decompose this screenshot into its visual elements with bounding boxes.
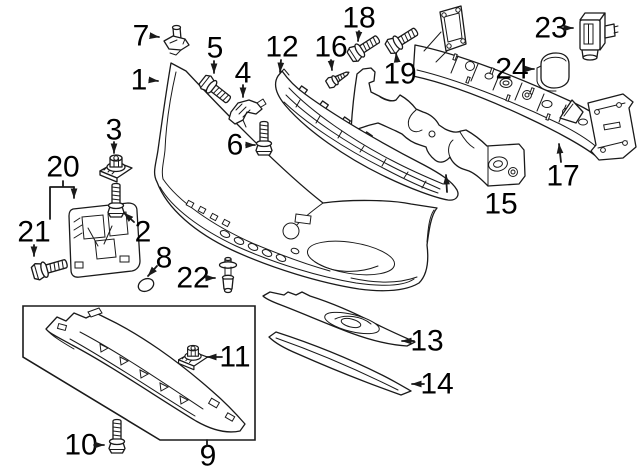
callout-3: 3 (106, 114, 123, 154)
callout-5-label: 5 (207, 32, 224, 65)
callout-21-label: 21 (17, 216, 50, 249)
callout-1: 1 (131, 64, 159, 97)
callout-7-label: 7 (133, 20, 150, 53)
callout-24: 24 (495, 53, 535, 86)
bolt-6 (255, 120, 273, 156)
callout-4-label: 4 (235, 57, 252, 90)
callout-16: 16 (314, 31, 348, 71)
part-under-cover (45, 307, 246, 433)
callout-12-label: 12 (265, 31, 298, 64)
callout-17-label: 17 (546, 160, 579, 193)
callout-9-label: 9 (200, 440, 217, 471)
callout-20-label: 20 (46, 151, 79, 184)
callout-22-label: 22 (176, 262, 209, 295)
callout-4: 4 (235, 57, 252, 98)
push-clip-22 (218, 256, 238, 294)
callout-14-label: 14 (420, 368, 453, 401)
callout-22: 22 (176, 262, 216, 295)
callout-9: 9 (200, 439, 217, 471)
callout-19: 19 (383, 52, 417, 91)
callout-18-label: 18 (342, 2, 375, 35)
callout-16-label: 16 (314, 31, 347, 64)
callout-2: 2 (123, 212, 152, 249)
callout-19-label: 19 (383, 58, 416, 91)
callout-13-label: 13 (410, 325, 443, 358)
nut-clip-3 (99, 154, 133, 183)
callout-15-label: 15 (484, 188, 517, 221)
part-clip (163, 24, 190, 56)
callout-5: 5 (207, 32, 224, 74)
callout-6: 6 (227, 129, 256, 162)
callout-1-label: 1 (131, 64, 148, 97)
part-sensor (579, 12, 619, 61)
callout-10-label: 10 (64, 429, 97, 462)
callout-13: 13 (401, 325, 444, 358)
bolt-21 (29, 254, 70, 282)
callout-2-label: 2 (135, 216, 152, 249)
callout-14: 14 (411, 368, 454, 401)
part-fog-lamp-bezel (262, 291, 416, 347)
part-energy-absorber (350, 67, 526, 187)
callout-11: 11 (206, 341, 251, 374)
bolt-10 (108, 418, 126, 454)
part-lower-grille (274, 68, 459, 201)
callout-23: 23 (534, 12, 574, 45)
callout-24-label: 24 (495, 53, 528, 86)
callout-8-label: 8 (156, 242, 173, 275)
callout-23-label: 23 (534, 12, 567, 45)
plug-8 (137, 277, 155, 293)
callout-7: 7 (133, 20, 160, 53)
bolt-18 (345, 31, 384, 65)
callout-17: 17 (546, 143, 580, 193)
part-bumper-cover (153, 62, 438, 292)
callout-15: 15 (443, 174, 518, 221)
callout-10: 10 (64, 429, 105, 462)
callouts: 1 2 3 4 5 6 7 8 (17, 2, 579, 471)
callout-11-label: 11 (219, 341, 250, 374)
callout-20: 20 (46, 151, 80, 220)
callout-21: 21 (17, 216, 51, 257)
part-trim-strip (268, 331, 412, 396)
part-sensor-cover (536, 52, 570, 92)
screw-16 (324, 66, 353, 90)
callout-6-label: 6 (227, 129, 244, 162)
callout-8: 8 (147, 242, 173, 277)
callout-18: 18 (342, 2, 376, 42)
callout-3-label: 3 (106, 114, 123, 147)
bolt-2 (107, 182, 125, 218)
part-license-plate-bracket (68, 202, 141, 278)
part-impact-bar (412, 5, 637, 161)
part-bracket (228, 98, 267, 128)
callout-12: 12 (265, 31, 299, 73)
